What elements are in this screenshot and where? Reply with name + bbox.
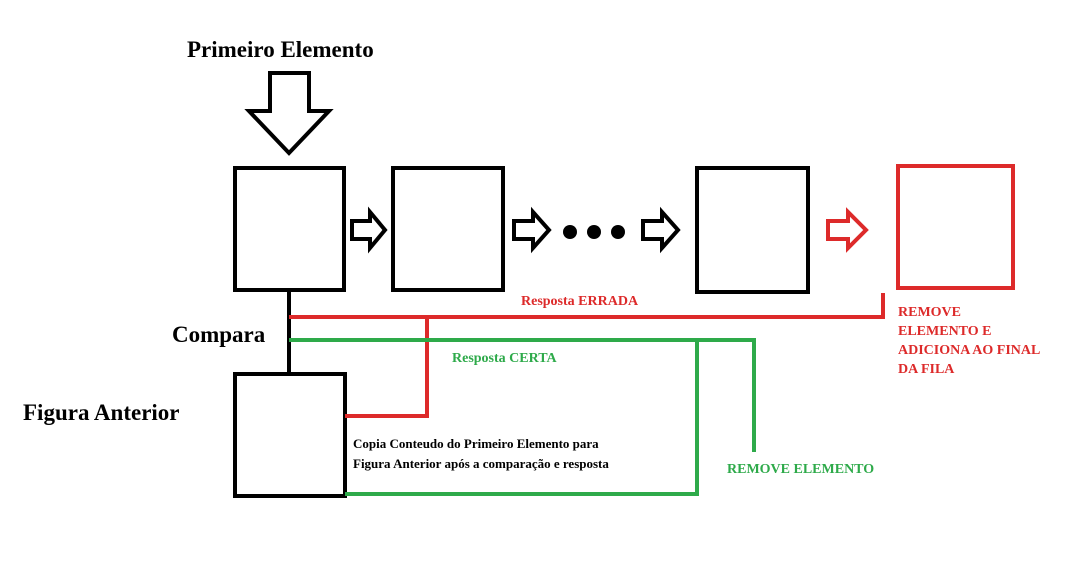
- label-remove-adiciona: REMOVE ELEMENTO E ADICIONA AO FINAL DA F…: [898, 305, 1040, 377]
- queue-box-last: [695, 166, 810, 294]
- label-remove-elemento: REMOVE ELEMENTO: [727, 462, 874, 477]
- label-resposta-certa: Resposta CERTA: [452, 351, 558, 366]
- down-arrow-icon: [244, 71, 334, 156]
- queue-box-first: [233, 166, 346, 292]
- label-remove-adiciona-line: ADICIONA AO FINAL: [898, 343, 1040, 358]
- label-resposta-errada: Resposta ERRADA: [521, 294, 639, 309]
- label-compara: Compara: [172, 322, 266, 347]
- ellipsis-dots-icon: [563, 225, 625, 239]
- queue-box-end: [896, 164, 1015, 290]
- label-remove-adiciona-line: DA FILA: [898, 362, 955, 377]
- right-arrow-icon: [512, 206, 552, 254]
- figura-anterior-box: [233, 372, 347, 498]
- right-arrow-icon: [641, 206, 681, 254]
- right-arrow-icon: [350, 206, 388, 254]
- label-copia-line2: Figura Anterior após a comparação e resp…: [353, 456, 609, 471]
- label-copia-line1: Copia Conteudo do Primeiro Elemento para: [353, 436, 599, 451]
- wrong-answer-path: [289, 293, 885, 418]
- label-figura-anterior: Figura Anterior: [23, 400, 180, 425]
- queue-box-second: [391, 166, 505, 292]
- correct-answer-path: [289, 338, 756, 496]
- label-remove-adiciona-line: ELEMENTO E: [898, 324, 992, 339]
- right-arrow-icon: [826, 207, 869, 253]
- label-remove-adiciona-line: REMOVE: [898, 305, 961, 320]
- label-primeiro-elemento: Primeiro Elemento: [187, 37, 374, 62]
